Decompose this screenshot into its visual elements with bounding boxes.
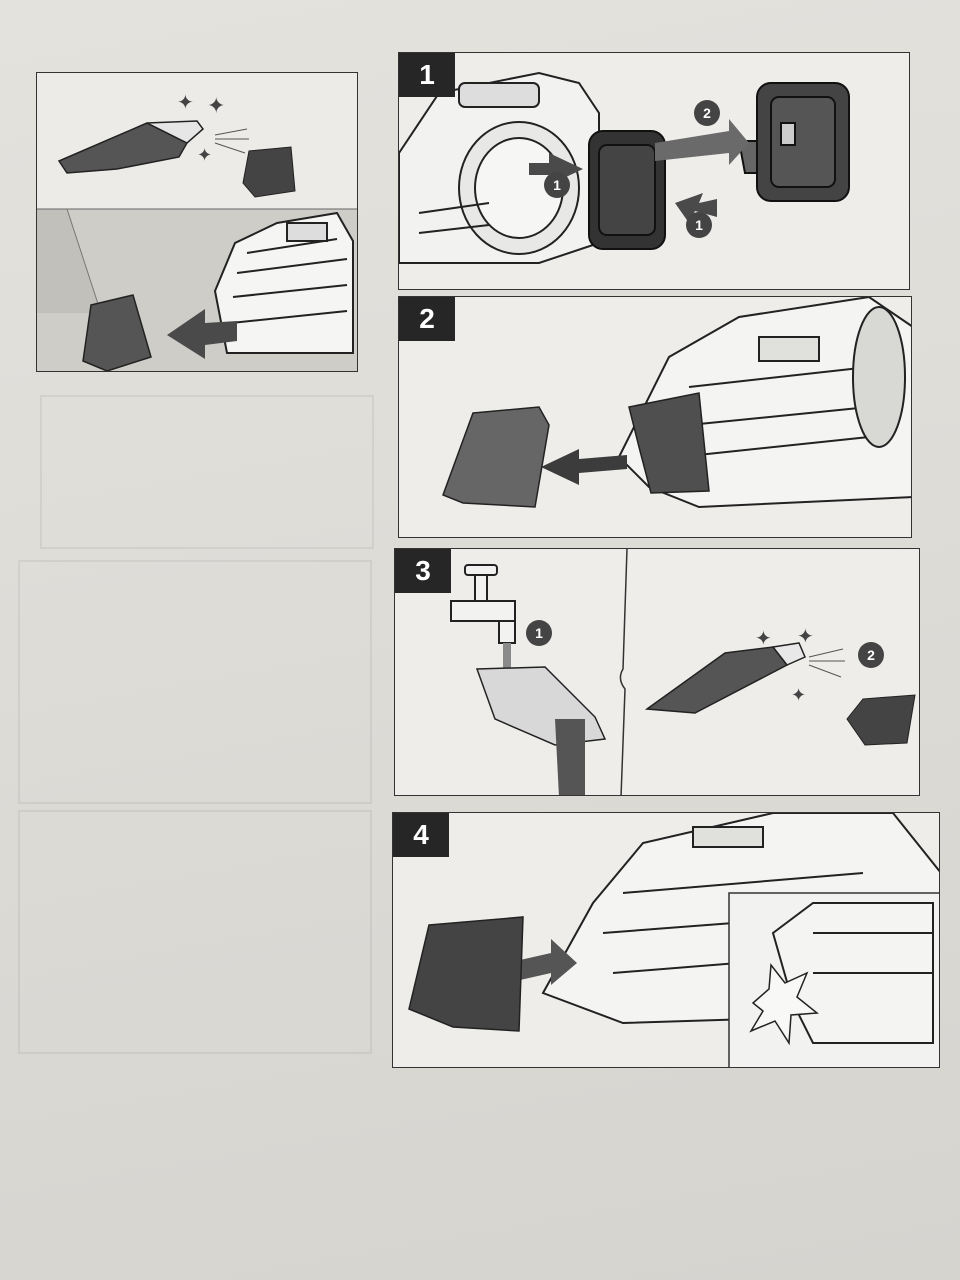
filter-rinsing — [475, 666, 607, 746]
step-number-badge: 3 — [395, 549, 451, 593]
sub-step-label: 1 — [535, 625, 543, 641]
filter-clean — [644, 646, 789, 714]
arrow-icon — [675, 193, 717, 223]
water-spray-icon — [214, 128, 249, 154]
battery-attached — [588, 130, 666, 250]
sparkle-icon: ✦ — [791, 685, 806, 705]
step-number-badge: 1 — [399, 53, 455, 97]
arrow-icon — [529, 153, 583, 185]
ghost-panel — [40, 395, 374, 549]
faucet-icon — [450, 564, 516, 644]
battery-icon — [737, 82, 850, 202]
click-burst-icon — [749, 963, 819, 1046]
filter-removed — [442, 406, 550, 508]
filter-removed — [82, 294, 152, 371]
ghost-panel — [18, 810, 372, 1054]
cloth-icon — [846, 694, 916, 746]
ghost-panel — [18, 560, 372, 804]
overview-illustration: ✦ ✦ ✦ — [37, 92, 357, 371]
vacuum-body — [213, 211, 354, 354]
step-2-illustration — [442, 297, 911, 509]
sparkle-icon: ✦ — [197, 145, 212, 165]
filter-in-vacuum — [628, 392, 710, 494]
step-1-illustration: 1 2 1 — [399, 71, 850, 264]
sparkle-icon: ✦ — [755, 628, 772, 650]
sparkle-icon: ✦ — [797, 626, 814, 648]
sub-step-label: 1 — [695, 217, 703, 233]
step-number-badge: 2 — [399, 297, 455, 341]
sub-step-label: 2 — [867, 647, 875, 663]
filter-dark — [408, 916, 524, 1032]
sub-step-label: 2 — [703, 105, 711, 121]
sparkle-icon: ✦ — [207, 93, 225, 118]
sub-step-label: 1 — [553, 177, 561, 193]
step-2-panel: 2 — [398, 296, 912, 538]
step-3-panel: 3 1 ✦ ✦ ✦ 2 — [394, 548, 920, 796]
cloth-icon — [242, 146, 296, 198]
step-number-badge: 4 — [393, 813, 449, 857]
step-1-panel: 1 — [398, 52, 910, 290]
arrow-icon — [507, 939, 577, 985]
step-4-panel: 4 — [392, 812, 940, 1068]
step-4-illustration — [408, 813, 939, 1067]
step-3-illustration: 1 ✦ ✦ ✦ 2 — [450, 549, 916, 795]
overview-panel: ✦ ✦ ✦ — [36, 72, 358, 372]
arrow-icon — [541, 449, 627, 485]
arrow-icon — [655, 119, 749, 165]
sparkle-icon: ✦ — [177, 92, 194, 114]
arrow-icon — [167, 309, 237, 359]
water-spray-icon — [808, 648, 845, 678]
